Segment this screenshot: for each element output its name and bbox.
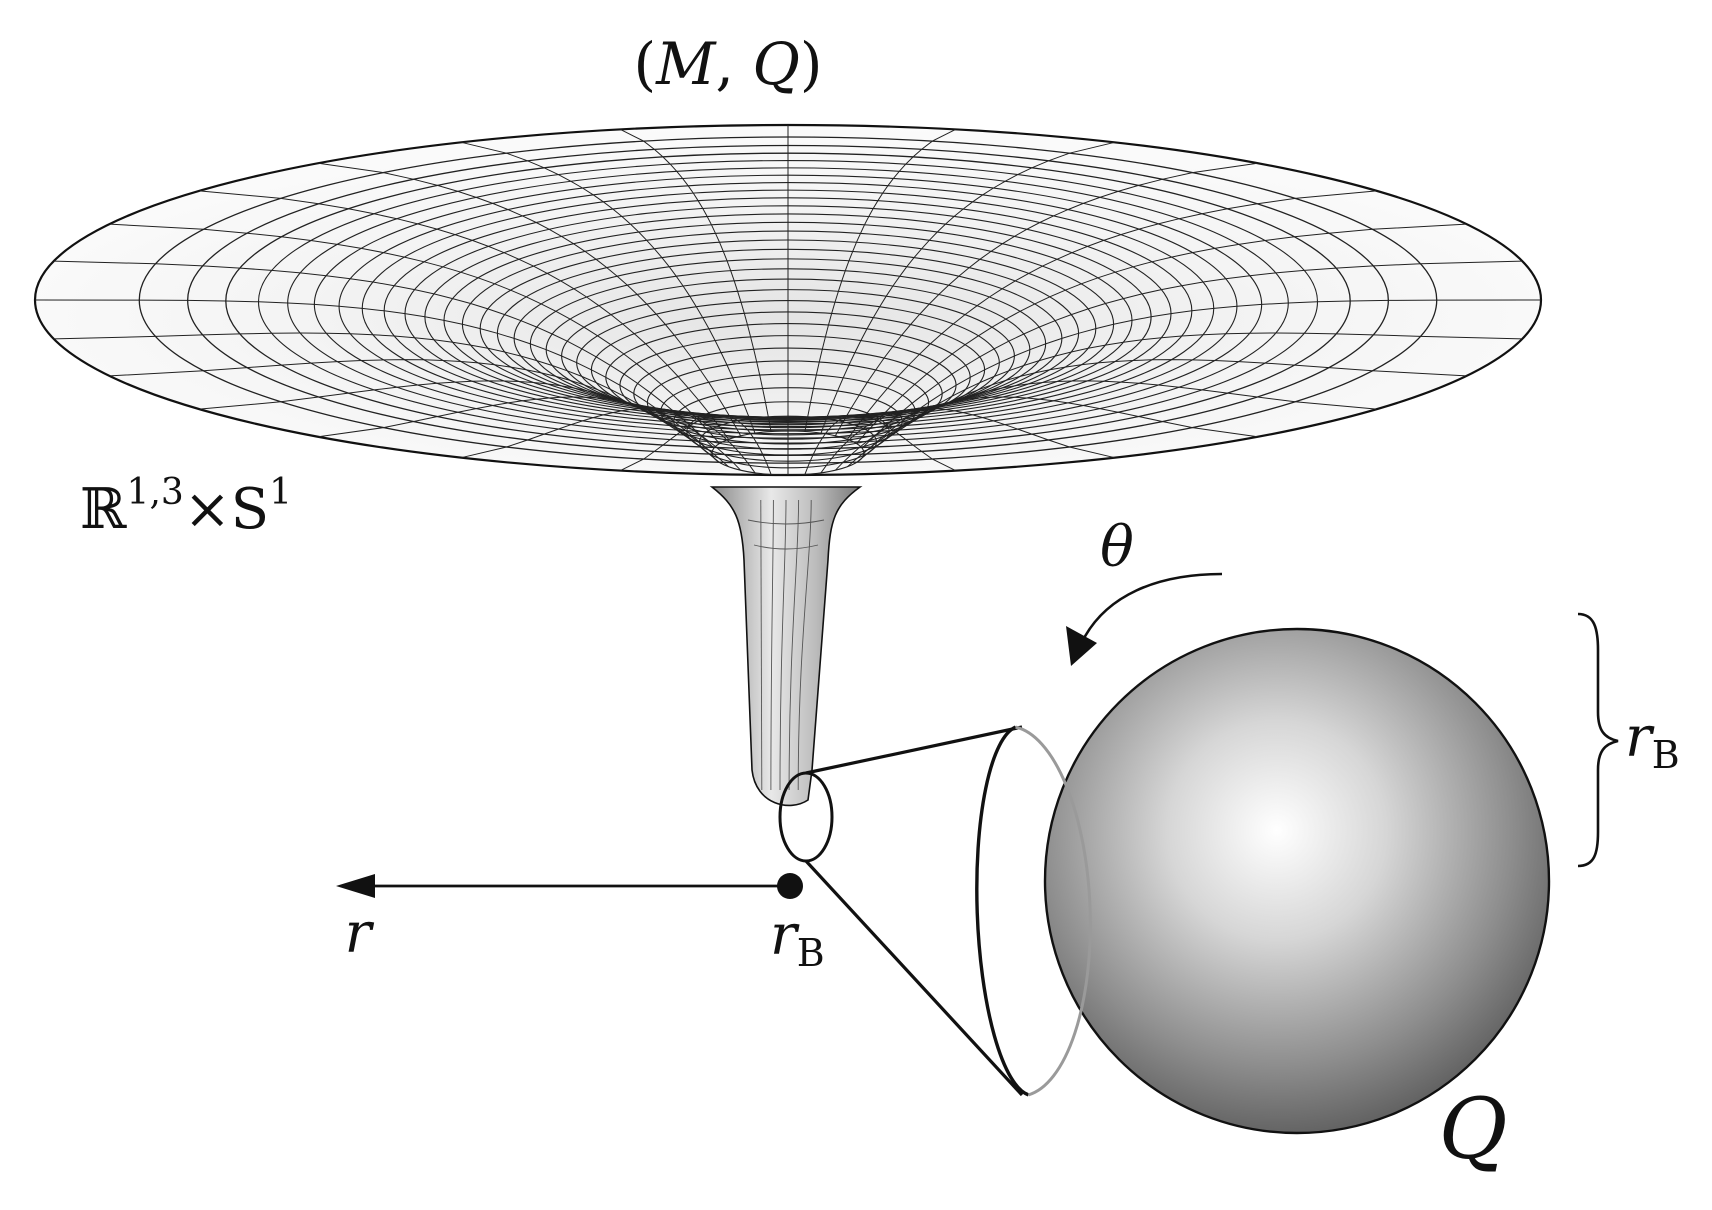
surface-meridian xyxy=(834,162,1258,437)
surface-meridian xyxy=(109,359,720,463)
surface-meridian xyxy=(856,223,1467,444)
surface-meridian xyxy=(461,141,756,434)
radial-axis xyxy=(336,873,803,899)
surface-meridian xyxy=(861,260,1523,449)
surface-meridian xyxy=(461,407,756,474)
surface-meridian-lines xyxy=(35,125,1541,475)
rotation-arrow xyxy=(1066,572,1223,666)
surface-meridian xyxy=(199,190,730,440)
surface-meridian xyxy=(863,299,1541,454)
surface-meridian xyxy=(804,414,956,475)
magnified-circle-back xyxy=(1015,725,1092,1097)
surface-meridian xyxy=(318,162,742,437)
tube-ring xyxy=(753,544,819,550)
radial-axis-arrowhead xyxy=(336,874,375,898)
theta-label: θ xyxy=(1100,515,1134,580)
surface-meridian xyxy=(861,332,1523,459)
surface-meridian xyxy=(199,380,729,468)
sphere-q xyxy=(1043,627,1551,1135)
tube-meridian xyxy=(770,499,774,791)
product-space-label: ℝ1,3×S1 xyxy=(80,472,292,542)
surface-meridian xyxy=(820,141,1115,434)
surface-meridian xyxy=(53,332,715,459)
surface-meridian xyxy=(109,223,720,444)
surface-meridian xyxy=(53,260,715,449)
boundary-point xyxy=(777,873,803,899)
tube-meridian xyxy=(788,499,800,791)
zoom-cone xyxy=(804,725,1024,1097)
tube-ring xyxy=(747,519,825,525)
magnified-circle-front xyxy=(975,725,1029,1097)
tube-meridian xyxy=(797,499,812,791)
title-label: (M, Q) xyxy=(633,30,822,98)
tube-meridian xyxy=(760,499,763,791)
point-radius-label: rB xyxy=(770,903,825,975)
tube-meridian-lines xyxy=(747,499,825,791)
surface-meridian xyxy=(804,128,956,432)
surface-meridian xyxy=(620,414,772,475)
brace-radius-label: rB xyxy=(1625,705,1680,777)
surface-meridian xyxy=(35,299,713,454)
tube-meridian xyxy=(779,499,787,791)
embedding-surface xyxy=(33,123,1543,477)
radius-brace xyxy=(1577,612,1619,868)
surface-meridian xyxy=(846,190,1377,440)
surface-meridian xyxy=(820,407,1115,474)
surface-meridian xyxy=(620,128,772,432)
surface-meridian xyxy=(847,380,1377,468)
surface-meridian xyxy=(856,359,1467,463)
tube-body xyxy=(709,486,863,807)
radial-axis-label: r xyxy=(345,901,375,966)
sphere-q-label: Q xyxy=(1439,1080,1508,1178)
throat-tube xyxy=(709,486,863,807)
rotation-arrowhead xyxy=(1066,626,1097,666)
